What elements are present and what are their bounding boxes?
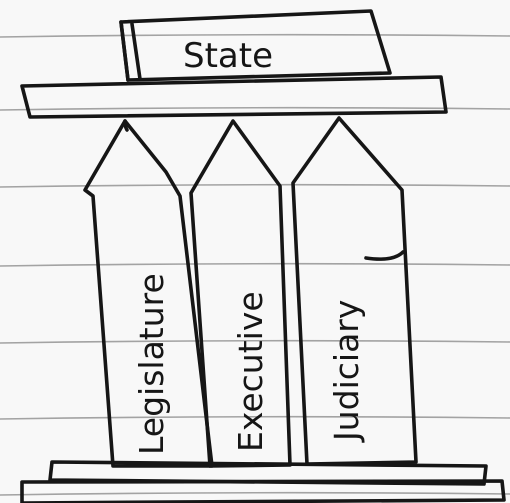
roof-beam: [22, 77, 446, 117]
pillar-label-legislature: Legislature: [132, 273, 171, 455]
base-platform: [22, 462, 504, 503]
pillar-label-judiciary: Judiciary: [327, 300, 366, 443]
roof-title: State: [183, 36, 273, 76]
pillar-label-executive: Executive: [231, 291, 270, 452]
